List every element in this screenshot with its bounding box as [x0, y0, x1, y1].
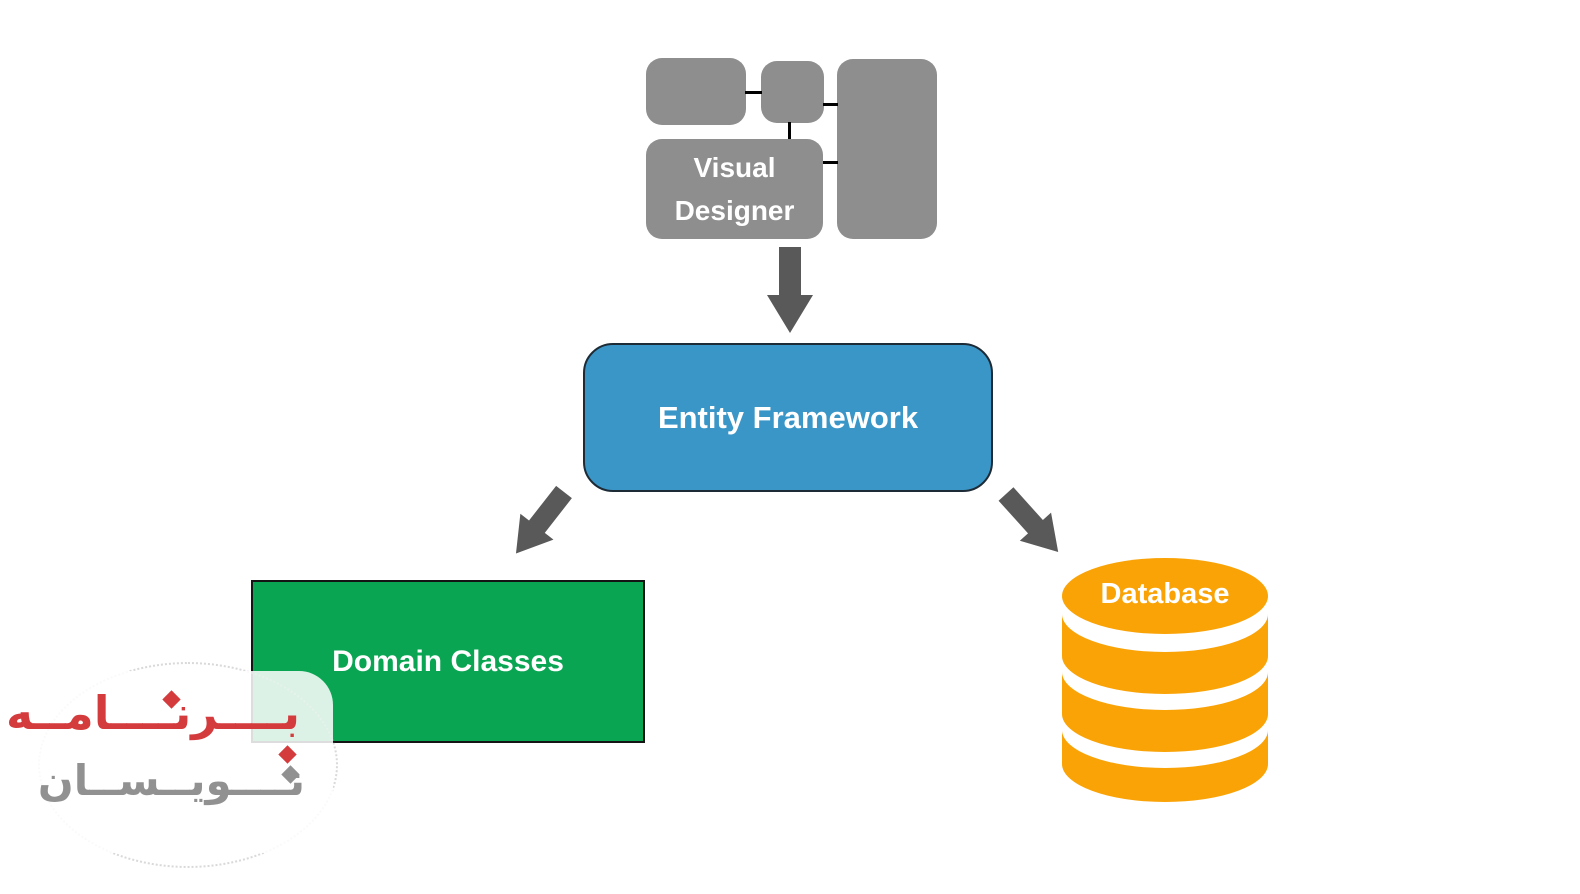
watermark-text-line2: نــــويــســان [37, 756, 305, 805]
arrow-to-database-icon [998, 487, 1059, 552]
connector-line [788, 122, 791, 140]
cluster-box-right [837, 59, 937, 239]
visual-designer-box: Visual Designer [646, 139, 823, 239]
cluster-box-top-left [646, 58, 746, 125]
watermark-backdrop [28, 671, 333, 853]
connector-line [823, 103, 838, 106]
visual-designer-label: Visual Designer [674, 152, 795, 226]
database-icon [1062, 558, 1268, 802]
entity-framework-label: Entity Framework [657, 399, 919, 435]
arrow-to-domain-classes-icon [515, 485, 572, 554]
arrow-down-icon [767, 247, 813, 333]
database-label: Database [1100, 578, 1230, 610]
connector-line [745, 91, 762, 94]
entity-framework-box: Entity Framework [583, 343, 993, 492]
connector-line [822, 161, 838, 164]
watermark-text-line1: بــــرنــــامــه [5, 686, 300, 740]
domain-classes-label: Domain Classes [332, 644, 564, 678]
cluster-box-top-middle [761, 61, 824, 123]
